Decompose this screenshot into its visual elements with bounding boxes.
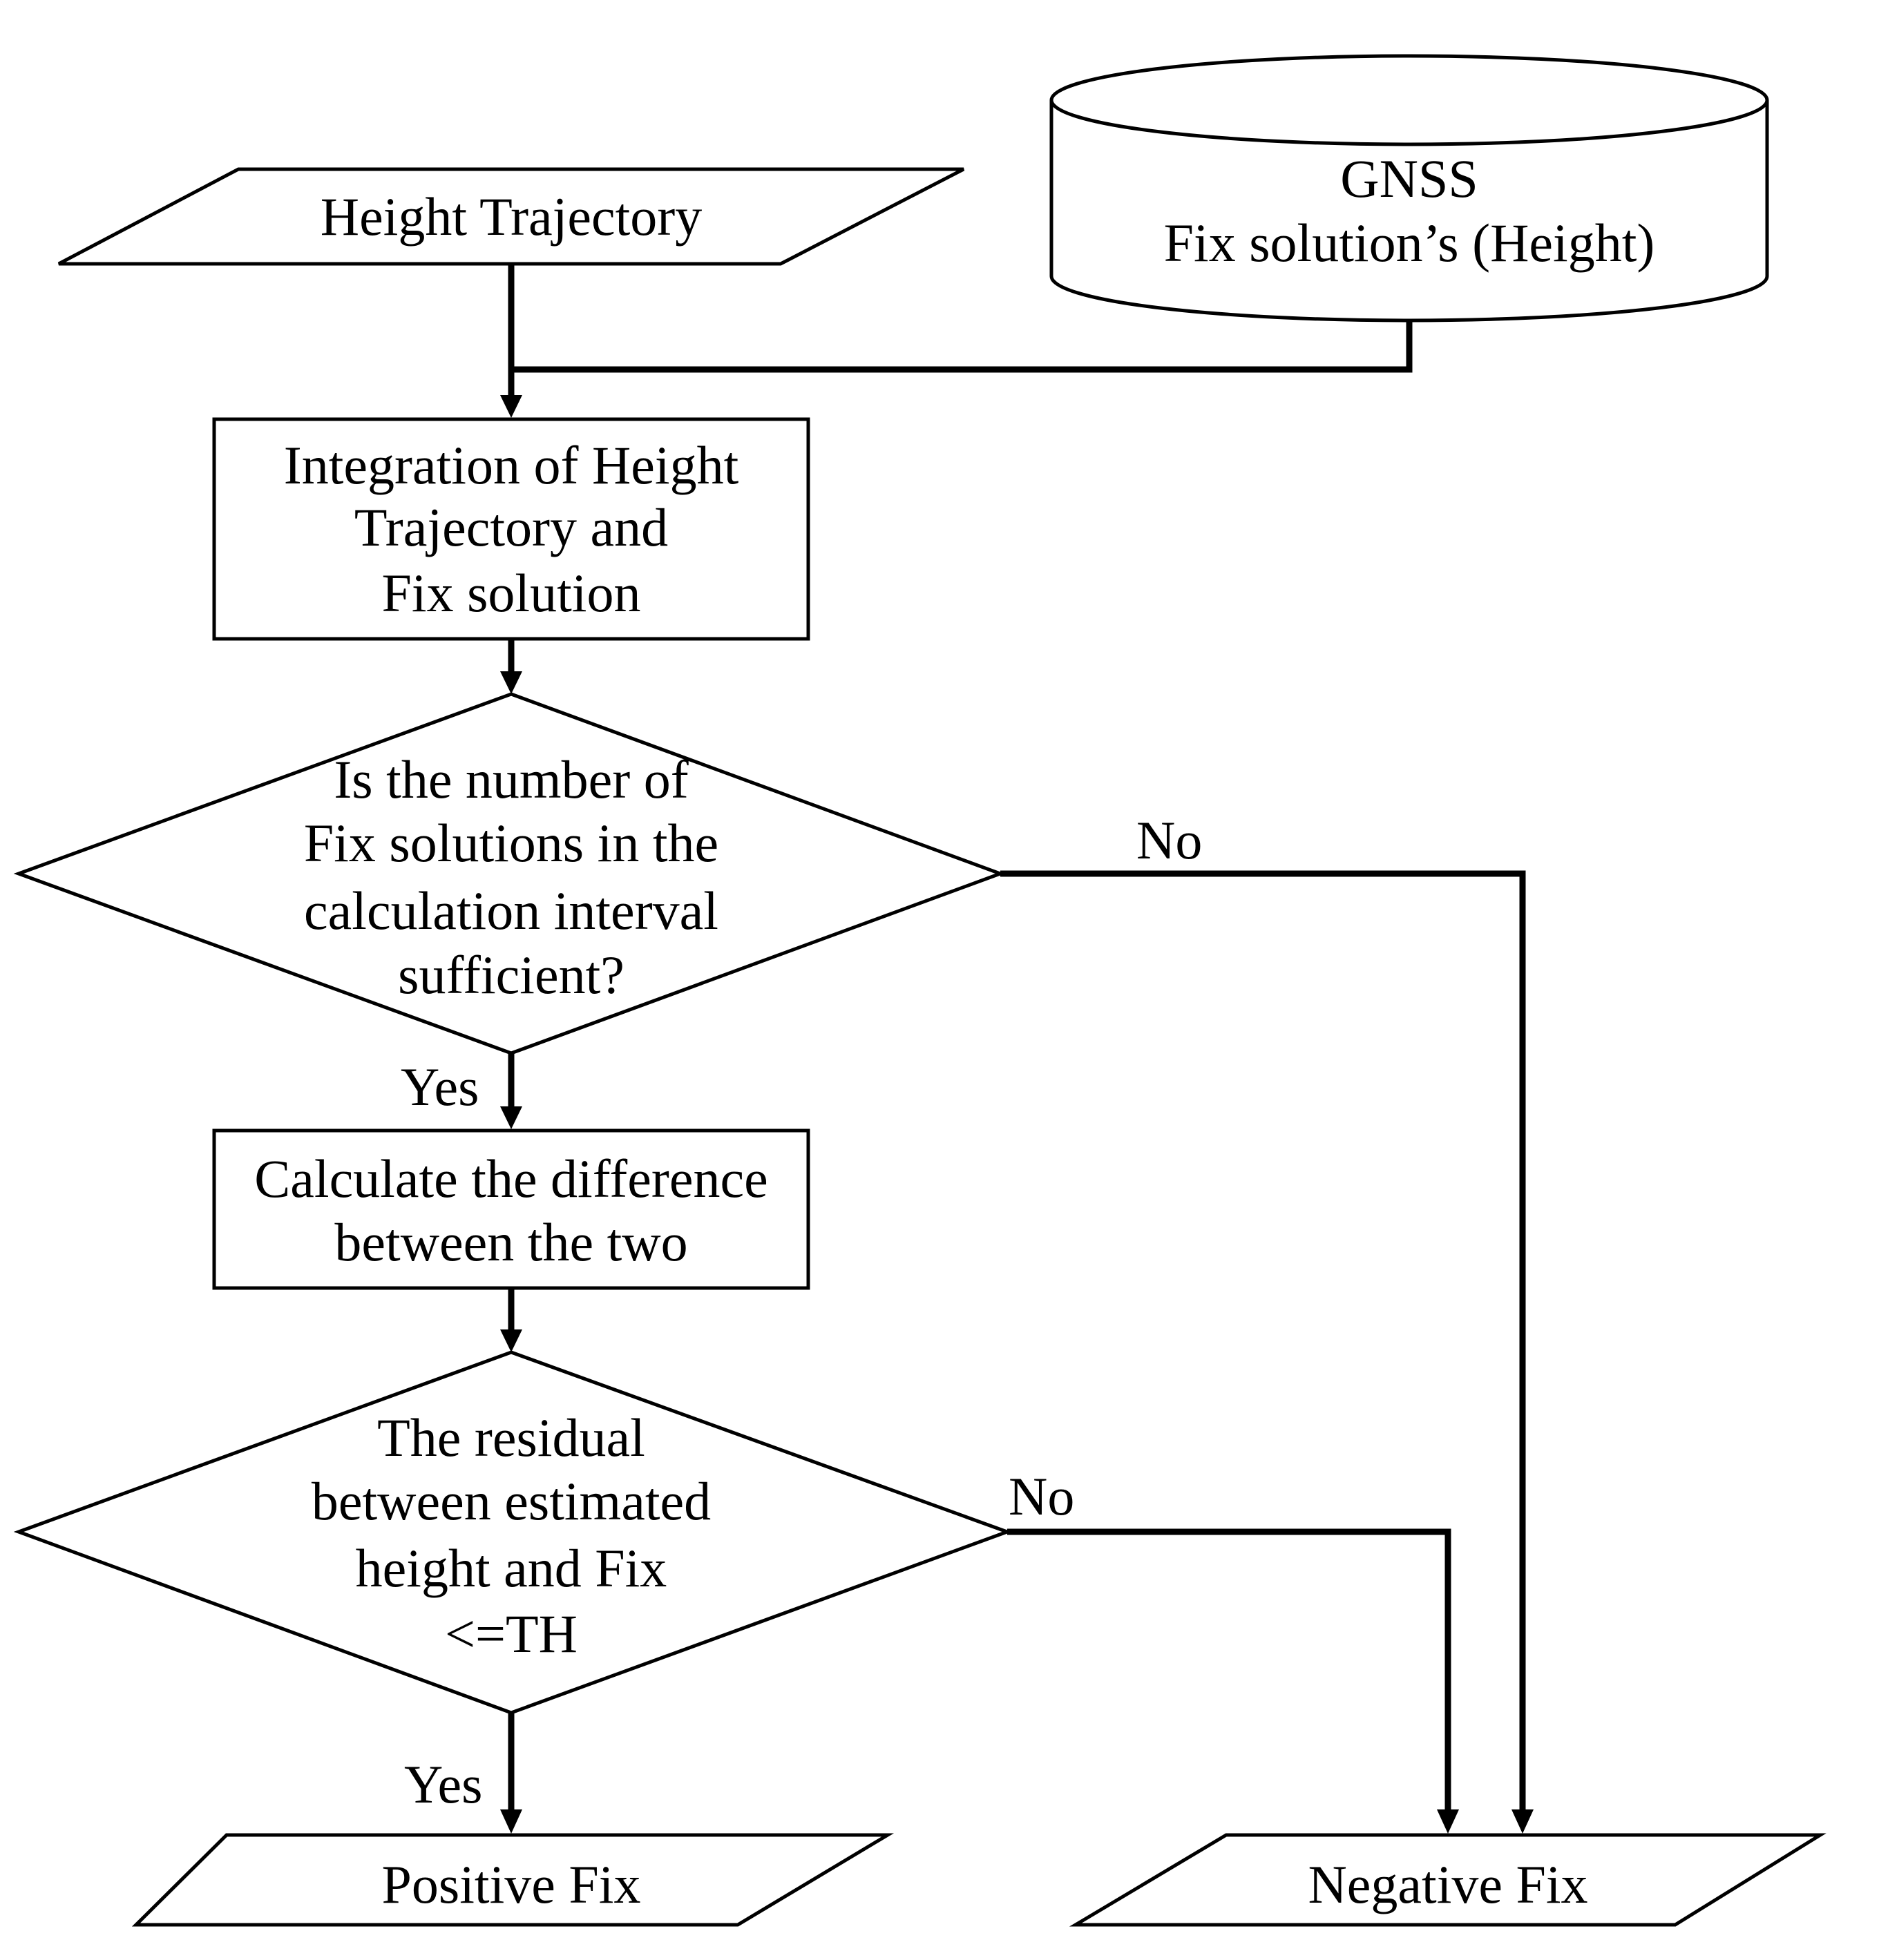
edge-gnss-to-merge: [511, 319, 1413, 373]
decision-residual-line-4: <=TH: [445, 1604, 578, 1664]
decision-diamond: [13, 1350, 1013, 1715]
node-decision-fix-count: Is the number of Fix solutions in the ca…: [13, 692, 1006, 1055]
arrowhead-decision-fix-count: [500, 671, 522, 694]
calculate-line-1: Calculate the difference: [254, 1149, 767, 1209]
arrowhead-negative-fix-b: [1437, 1809, 1459, 1834]
parallelogram-shape: [57, 167, 965, 266]
cylinder-top: [1049, 54, 1769, 146]
decision-fix-count-line-2: Fix solutions in the: [304, 813, 718, 873]
decision-residual-line-1: The residual: [377, 1407, 645, 1468]
node-decision-residual: The residual between estimated height an…: [13, 1350, 1013, 1715]
decision-residual-line-3: height and Fix: [356, 1538, 667, 1598]
integration-line-3: Fix solution: [382, 563, 641, 623]
node-calculate-difference: Calculate the difference between the two: [212, 1128, 810, 1290]
edge-labels: Yes No Yes No: [401, 810, 1202, 1814]
edge-residual-no: [1007, 1528, 1451, 1811]
connectors: [500, 262, 1534, 1834]
integration-line-2: Trajectory and: [354, 497, 668, 557]
arrowhead-positive-fix: [500, 1809, 522, 1834]
arrowhead-calculate-difference: [500, 1106, 522, 1129]
edge-label-fix-count-no: No: [1136, 810, 1202, 870]
edge-label-residual-yes: Yes: [404, 1754, 483, 1814]
gnss-label-line-1: GNSS: [1340, 148, 1478, 209]
edge-label-fix-count-yes: Yes: [401, 1057, 479, 1117]
process-box: [212, 1128, 810, 1290]
arrowhead-integration: [500, 395, 522, 418]
decision-fix-count-line-3: calculation interval: [304, 881, 718, 941]
edge-label-residual-no: No: [1009, 1466, 1074, 1526]
integration-line-1: Integration of Height: [284, 435, 739, 495]
decision-diamond: [13, 692, 1006, 1055]
decision-fix-count-line-4: sufficient?: [398, 945, 624, 1005]
parallelogram-shape: [131, 1833, 895, 1927]
node-height-trajectory: Height Trajectory: [57, 167, 965, 266]
arrowhead-negative-fix-a: [1511, 1809, 1534, 1834]
parallelogram-shape: [1069, 1833, 1826, 1927]
arrowhead-decision-residual: [500, 1329, 522, 1352]
cylinder-body: [1049, 100, 1769, 323]
process-box: [212, 417, 810, 641]
node-integration: Integration of Height Trajectory and Fix…: [212, 417, 810, 641]
node-negative-fix: Negative Fix: [1069, 1833, 1826, 1927]
decision-fix-count-line-1: Is the number of: [334, 749, 688, 809]
height-trajectory-label: Height Trajectory: [321, 186, 702, 247]
positive-fix-label: Positive Fix: [382, 1854, 641, 1914]
gnss-label-line-2: Fix solution’s (Height): [1164, 213, 1655, 273]
negative-fix-label: Negative Fix: [1308, 1854, 1587, 1914]
node-positive-fix: Positive Fix: [131, 1833, 895, 1927]
node-gnss-database: GNSS Fix solution’s (Height): [1049, 54, 1769, 323]
calculate-line-2: between the two: [334, 1212, 687, 1272]
decision-residual-line-2: between estimated: [312, 1471, 711, 1531]
edge-fix-count-no: [1000, 870, 1526, 1811]
